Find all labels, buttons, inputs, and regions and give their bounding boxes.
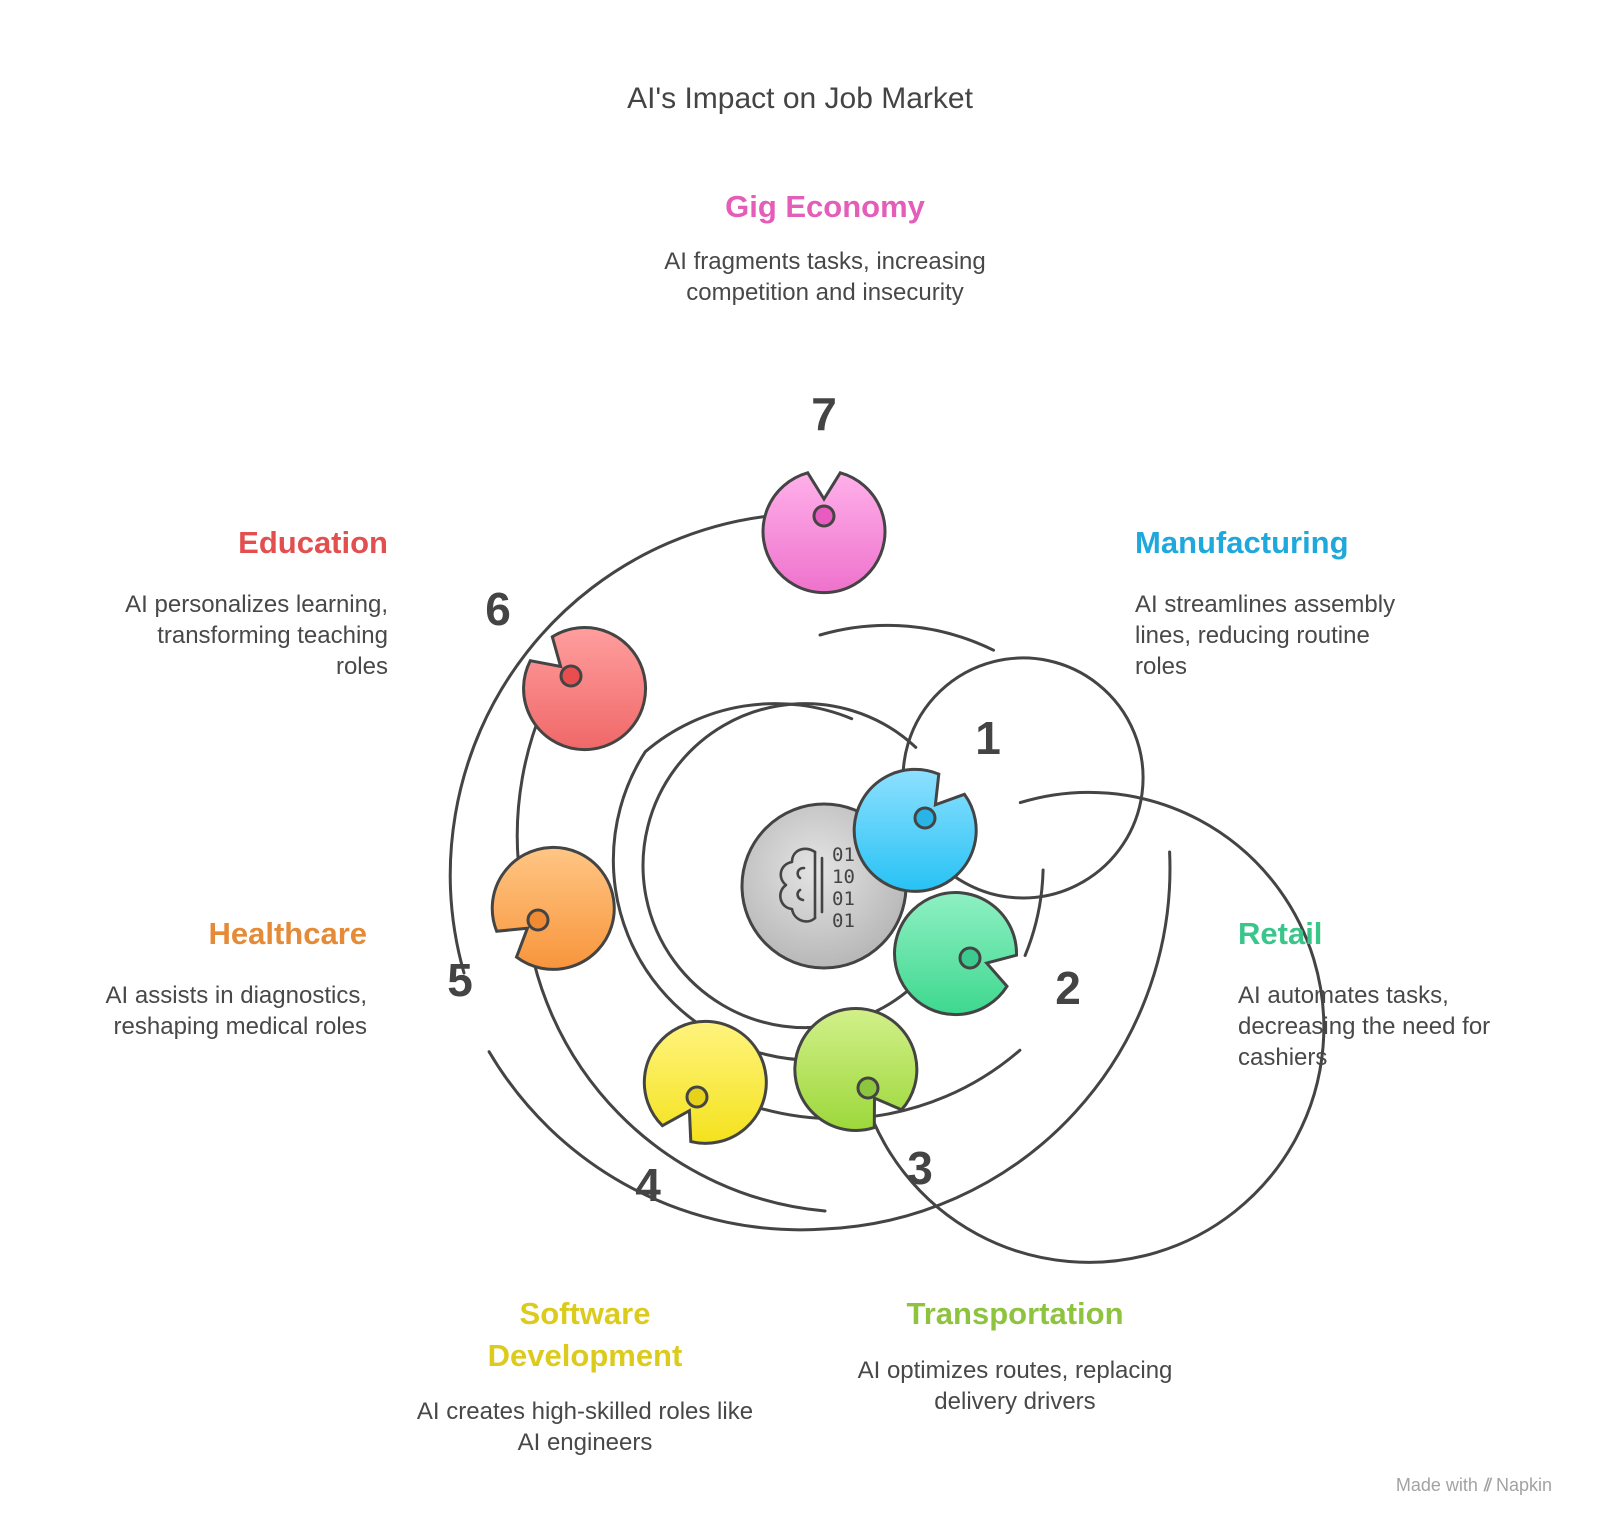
heading-healthcare: Healthcare: [208, 916, 367, 951]
napkin-watermark: Made with⫽Napkin: [1396, 1475, 1552, 1496]
binary-line-1: 01: [832, 844, 855, 866]
desc-manufacturing: AI streamlines assembly lines, reducing …: [1135, 591, 1396, 680]
desc-retail: AI automates tasks, decreasing the need …: [1238, 982, 1491, 1071]
heading-software-development: Software Development: [487, 1296, 683, 1373]
connector-dot-6: [559, 664, 583, 688]
connector-dot-5: [526, 908, 550, 932]
callout-number-6: 6: [485, 583, 511, 635]
desc-gig-economy: AI fragments tasks, increasing competiti…: [664, 248, 986, 306]
callout-bubble-3: [793, 1007, 919, 1132]
brain-binary-icon: [779, 847, 824, 923]
callout-bubble-7: [761, 471, 887, 595]
watermark-brand: Napkin: [1495, 1475, 1552, 1495]
desc-software-development: AI creates high-skilled roles like AI en…: [416, 1398, 754, 1456]
watermark-prefix: Made with: [1395, 1475, 1478, 1495]
orbit-arc-ring-4: [862, 790, 1326, 1264]
desc-education: AI personalizes learning, transforming t…: [125, 591, 388, 680]
heading-education: Education: [238, 525, 388, 560]
connector-dot-1: [913, 806, 937, 830]
callout-bubble-5: [490, 845, 616, 971]
desc-transportation: AI optimizes routes, replacing delivery …: [857, 1357, 1173, 1415]
binary-line-4: 01: [832, 910, 855, 932]
connector-dot-7: [812, 504, 836, 528]
heading-manufacturing: Manufacturing: [1135, 525, 1349, 560]
callout-bubble-1: [852, 767, 978, 893]
callout-bubble-6: [522, 626, 648, 752]
callout-bubble-4: [642, 1019, 768, 1145]
heading-transportation: Transportation: [906, 1296, 1124, 1331]
connector-dot-3: [856, 1076, 880, 1100]
binary-line-3: 01: [832, 888, 855, 910]
heading-retail: Retail: [1238, 916, 1323, 951]
orbit-arc-ring-3: [611, 702, 892, 1062]
callout-number-2: 2: [1055, 962, 1081, 1014]
page-title: AI's Impact on Job Market: [627, 82, 973, 115]
orbit-arc-ring-7: [515, 656, 827, 1213]
callout-number-3: 3: [907, 1142, 933, 1194]
callout-number-1: 1: [975, 712, 1001, 764]
binary-line-2: 10: [832, 866, 855, 888]
heading-gig-economy: Gig Economy: [725, 189, 925, 224]
callout-number-7: 7: [811, 388, 837, 440]
orbit-arc-ring-1: [901, 656, 1145, 900]
orbit-arc-ring-5: [818, 623, 995, 652]
connector-dot-4: [685, 1085, 709, 1109]
napkin-logo-icon: ⫽: [1483, 1475, 1492, 1495]
desc-healthcare: AI assists in diagnostics, reshaping med…: [105, 982, 367, 1040]
callout-number-5: 5: [447, 954, 473, 1006]
connector-dot-2: [958, 946, 982, 970]
orbit-arc-ring-8: [487, 850, 1172, 1232]
callout-number-4: 4: [635, 1159, 661, 1211]
callout-bubble-2: [893, 891, 1019, 1017]
